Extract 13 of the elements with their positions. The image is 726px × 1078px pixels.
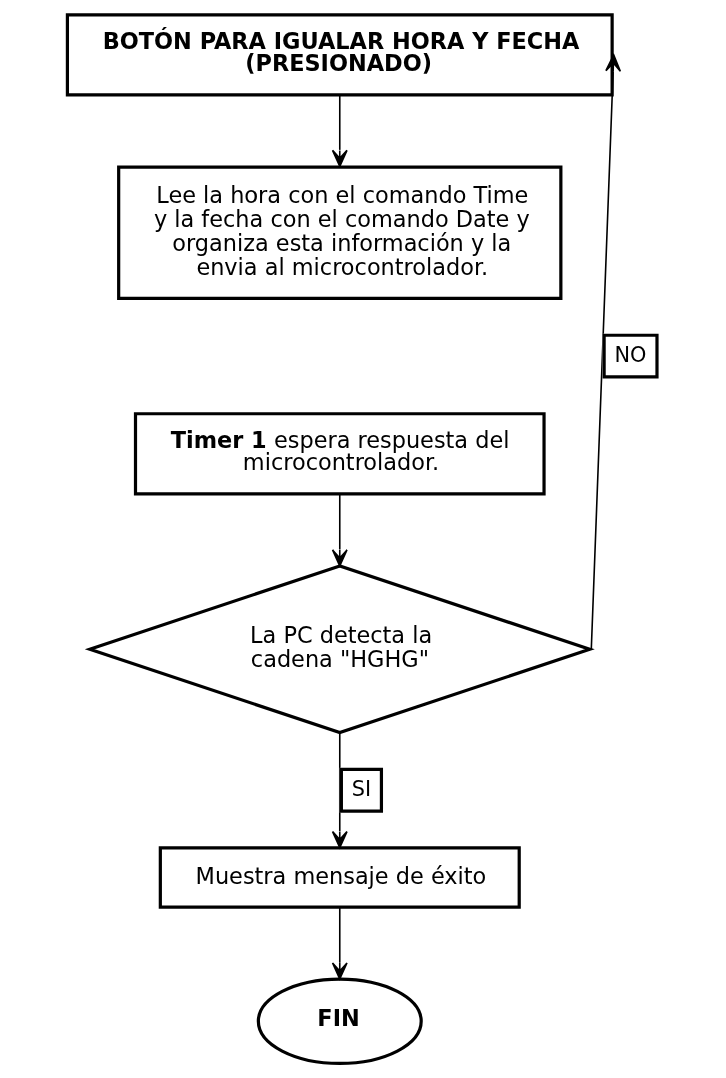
arrow bbox=[331, 493, 348, 567]
arrow bbox=[331, 94, 348, 168]
edge-label: SI bbox=[351, 776, 372, 801]
arrow bbox=[331, 732, 348, 849]
node-ellipse: FIN bbox=[256, 977, 423, 1066]
node-box: Muestra mensaje de éxito bbox=[158, 846, 521, 909]
node-diamond: La PC detecta la cadena "HGHG" bbox=[84, 564, 595, 735]
arrow bbox=[590, 54, 622, 651]
node-box: BOTÓN PARA IGUALAR HORA Y FECHA (PRESIONADO) bbox=[65, 13, 614, 97]
node-box: Lee la hora con el comando Time y la fecha con el comando Date y organiza esta información y la envia al microcontrolador. bbox=[117, 165, 563, 301]
node-box: Timer 1 espera respuesta del microcontrolador. bbox=[133, 412, 546, 496]
arrow bbox=[331, 906, 348, 980]
edge-label: NO bbox=[614, 342, 647, 367]
